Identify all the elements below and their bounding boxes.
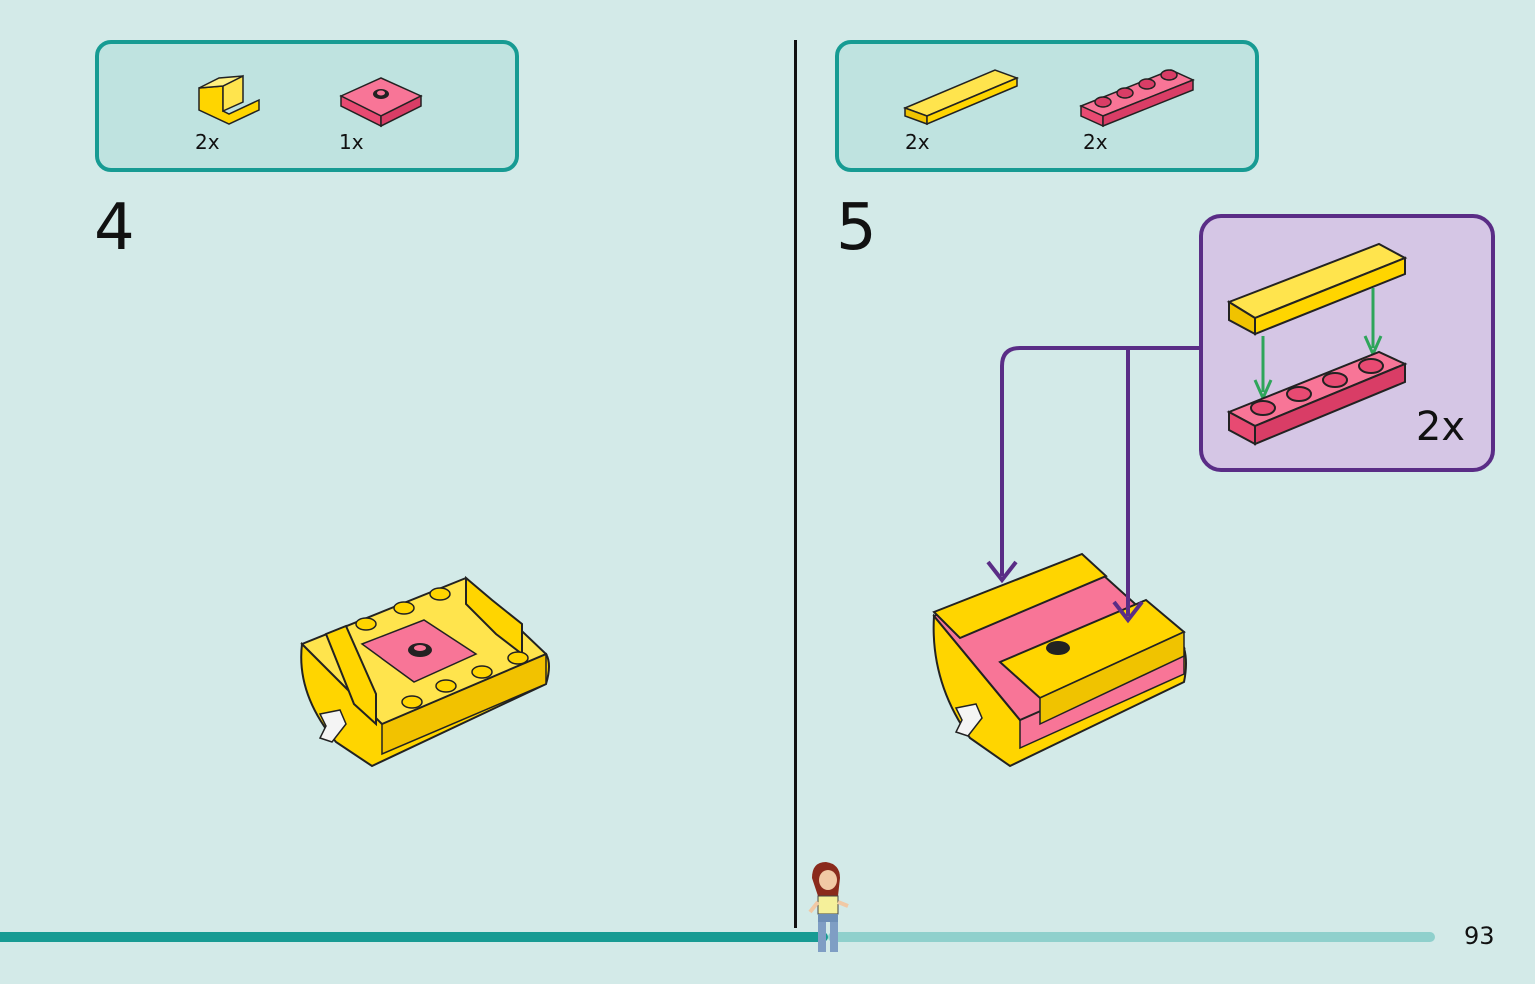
part-qty: 2x — [905, 130, 930, 154]
step-4-model-illustration — [300, 575, 550, 768]
progress-bar-completed — [0, 932, 828, 942]
page-divider — [794, 40, 797, 928]
progress-bar-remaining — [828, 932, 1435, 942]
page-number: 93 — [1464, 922, 1495, 950]
parts-box-step-5: 2x 2x — [835, 40, 1259, 172]
callout-qty: 2x — [1415, 404, 1465, 450]
sub-assembly-illustration — [1226, 242, 1408, 446]
parts-box-step-4: 2x 1x — [95, 40, 519, 172]
assembly-arrows — [986, 346, 1200, 624]
part-qty: 2x — [195, 130, 220, 154]
part-qty: 1x — [339, 130, 364, 154]
step-5-model-illustration — [932, 552, 1187, 768]
yellow-bracket-piece-icon — [198, 74, 260, 125]
minifigure-progress-icon — [808, 862, 849, 952]
step-number-5: 5 — [836, 191, 877, 265]
pink-jumper-plate-icon — [339, 77, 423, 128]
part-qty: 2x — [1083, 130, 1108, 154]
pink-plate-1x4-icon — [1079, 69, 1195, 128]
step-number-4: 4 — [94, 191, 135, 265]
yellow-tile-1x4-icon — [902, 69, 1020, 126]
sub-assembly-callout: 2x — [1199, 214, 1495, 472]
